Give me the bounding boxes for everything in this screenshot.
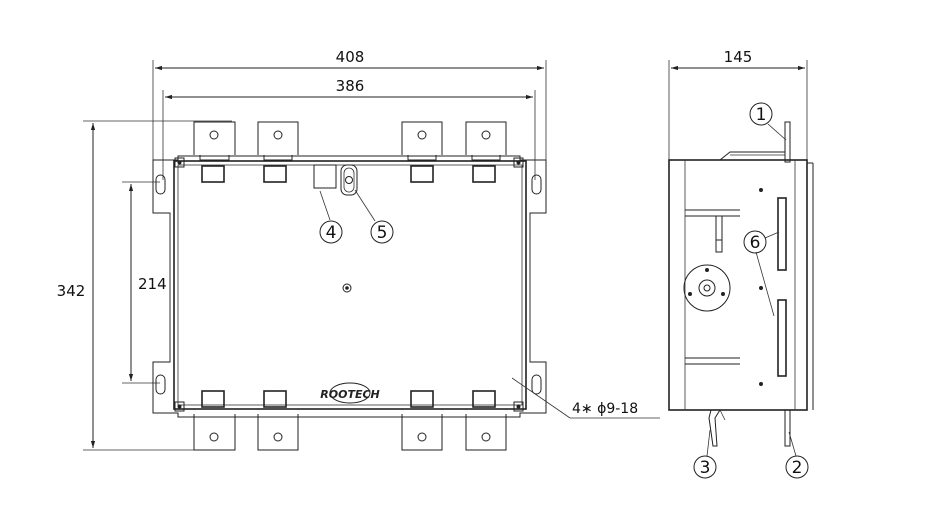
svg-text:6: 6 bbox=[750, 233, 761, 253]
main-body bbox=[173, 160, 527, 410]
mounting-slot-bottom-left bbox=[155, 374, 166, 395]
terminal-windows-bottom bbox=[201, 390, 496, 408]
mounting-slot-top-left bbox=[155, 174, 166, 195]
bottom-tab bbox=[708, 409, 721, 447]
hole-note: 4∗ ϕ9-18 bbox=[511, 377, 660, 419]
callout-5: 5 bbox=[354, 189, 394, 244]
side-view: 145 bbox=[668, 48, 814, 479]
callout-1: 1 bbox=[749, 102, 787, 141]
selector-switch bbox=[340, 164, 358, 196]
callout-3: 3 bbox=[693, 429, 717, 479]
mounting-slot-bottom-right bbox=[531, 374, 542, 395]
svg-text:3: 3 bbox=[700, 458, 711, 478]
mounting-slots bbox=[155, 174, 542, 395]
top-terminals bbox=[193, 121, 507, 161]
dim-overall-width: 408 bbox=[336, 48, 365, 66]
bottom-terminal-blade bbox=[784, 409, 791, 447]
rotary-shaft bbox=[683, 264, 731, 312]
dim-depth: 145 bbox=[724, 48, 753, 66]
callout-2: 2 bbox=[785, 431, 809, 479]
dimension-408: 408 bbox=[152, 48, 547, 160]
center-screw bbox=[342, 283, 352, 293]
logo-text: ROOTECH bbox=[320, 388, 379, 401]
dimension-342: 342 bbox=[57, 120, 232, 451]
status-window bbox=[313, 164, 337, 189]
front-view: 408 386 342 214 bbox=[57, 48, 660, 451]
callout-6: 6 bbox=[743, 230, 780, 317]
svg-text:1: 1 bbox=[756, 105, 767, 125]
corner-screws bbox=[174, 157, 524, 412]
top-terminal-blade bbox=[784, 121, 791, 163]
dim-mount-height: 214 bbox=[138, 275, 167, 293]
dimension-145: 145 bbox=[668, 48, 808, 160]
side-slot-upper bbox=[777, 197, 787, 271]
svg-text:2: 2 bbox=[792, 458, 803, 478]
top-bracket bbox=[719, 151, 786, 161]
dimension-386: 386 bbox=[162, 77, 536, 180]
callout-4: 4 bbox=[319, 190, 343, 244]
mounting-plate bbox=[152, 155, 547, 418]
dim-inner-width: 386 bbox=[336, 77, 365, 95]
side-body bbox=[668, 159, 808, 411]
svg-text:4: 4 bbox=[326, 223, 337, 243]
dim-overall-height: 342 bbox=[57, 282, 86, 300]
side-slot-lower bbox=[777, 299, 787, 377]
dimension-214: 214 bbox=[122, 181, 167, 384]
mounting-slot-top-right bbox=[531, 174, 542, 195]
logo: ROOTECH bbox=[320, 382, 380, 404]
bottom-terminals bbox=[193, 414, 507, 451]
hole-note-text: 4∗ ϕ9-18 bbox=[572, 401, 638, 417]
terminal-windows-top bbox=[201, 165, 496, 183]
svg-text:5: 5 bbox=[377, 223, 388, 243]
